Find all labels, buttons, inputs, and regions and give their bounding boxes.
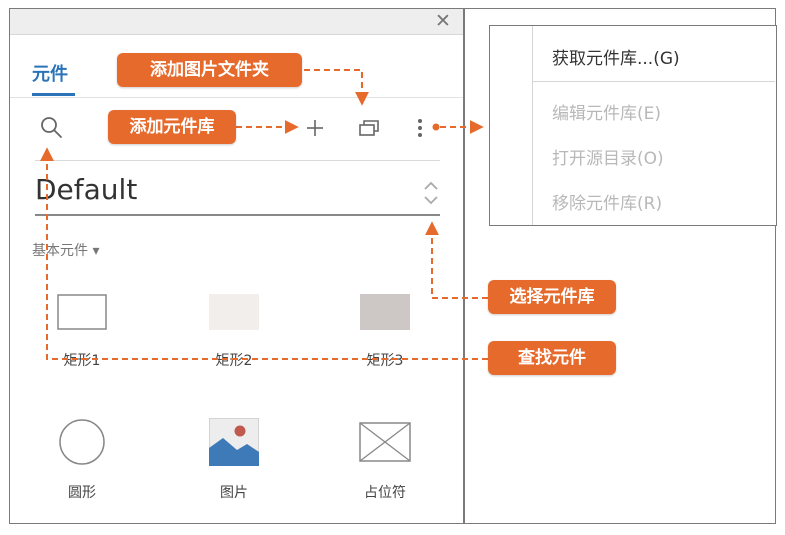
tab-separator [10,97,463,98]
rectangle-2-icon[interactable] [209,294,259,330]
toolbar-separator [35,160,440,161]
more-vertical-icon[interactable] [414,116,426,140]
library-select[interactable]: Default [35,173,138,206]
plus-icon[interactable] [303,116,327,140]
menu-icon-gutter [490,26,533,225]
menu-item-edit-library[interactable]: 编辑元件库(E) [552,104,662,124]
rectangle-3-icon[interactable] [360,294,410,330]
library-context-menu: 获取元件库...(G) 编辑元件库(E) 打开源目录(O) 移除元件库(R) [489,25,777,226]
callout-select-library: 选择元件库 [488,280,616,314]
placeholder-widget-icon[interactable] [359,422,411,462]
select-chevron-icon[interactable] [420,178,442,208]
widget-label-placeholder: 占位符 [364,485,406,501]
callout-add-library: 添加元件库 [108,110,236,144]
tab-active-indicator [32,93,75,96]
widget-label-rect1: 矩形1 [63,353,101,369]
image-widget-icon[interactable] [209,418,259,466]
menu-item-remove-library[interactable]: 移除元件库(R) [552,194,663,214]
menu-item-get-library[interactable]: 获取元件库...(G) [552,49,680,69]
widget-label-image: 图片 [220,485,248,501]
widget-label-rect2: 矩形2 [215,353,253,369]
close-icon[interactable]: ✕ [435,10,451,32]
menu-separator [532,81,775,82]
search-icon[interactable] [38,114,66,142]
callout-find-widget: 查找元件 [488,341,616,375]
library-select-underline [35,214,440,216]
panel-titlebar [10,9,463,35]
panel-divider [463,8,465,524]
section-header-basic[interactable]: 基本元件 ▾ [32,243,100,259]
circle-widget-icon[interactable] [58,418,106,466]
rectangle-1-icon[interactable] [57,294,107,330]
callout-add-image-folder: 添加图片文件夹 [117,53,302,87]
folder-stack-icon[interactable] [356,116,382,140]
widget-label-circle: 圆形 [68,485,96,501]
menu-item-open-source-dir[interactable]: 打开源目录(O) [552,149,664,169]
tab-widgets[interactable]: 元件 [32,64,68,85]
widget-label-rect3: 矩形3 [366,353,404,369]
